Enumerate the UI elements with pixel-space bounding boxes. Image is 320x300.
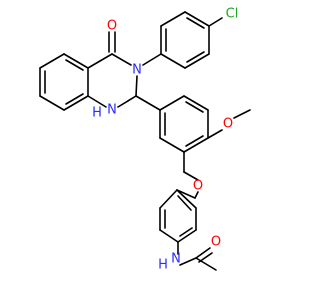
structure-canvas: O N Cl N H O O N H O <box>39 7 251 273</box>
atom-h-ring: H <box>92 106 102 121</box>
bond <box>159 189 178 209</box>
bond <box>159 95 185 111</box>
bond <box>177 195 192 211</box>
bond <box>184 11 210 27</box>
bond <box>194 191 199 199</box>
molecule-diagram: O N Cl N H O O N H O <box>39 7 251 273</box>
bond <box>186 17 205 29</box>
bond <box>185 101 204 113</box>
bond <box>160 53 186 69</box>
bond <box>183 137 209 153</box>
bond <box>183 171 199 181</box>
bond <box>176 189 197 209</box>
bond <box>185 135 204 147</box>
bond <box>179 257 197 266</box>
bond <box>87 53 113 69</box>
atom-nh-ring: N <box>107 103 117 118</box>
bond <box>39 53 65 69</box>
bond <box>135 95 161 111</box>
bond <box>63 53 89 69</box>
bond-layer <box>39 11 251 271</box>
bond <box>179 227 193 237</box>
bond <box>160 11 186 27</box>
bond <box>117 95 137 108</box>
bond <box>183 95 209 111</box>
atom-n-acetamide: N <box>171 252 181 267</box>
bond <box>142 53 162 66</box>
atom-n-amide-ring: N <box>132 63 142 78</box>
atom-o-acetyl: O <box>211 235 221 250</box>
bond <box>111 53 132 66</box>
atom-o-ether: O <box>193 179 203 194</box>
bond <box>177 229 197 243</box>
atom-cl: Cl <box>226 7 239 22</box>
bond <box>159 137 185 153</box>
atom-h-acetamide: H <box>158 258 168 273</box>
bond <box>63 95 89 111</box>
bond <box>65 93 84 105</box>
bond <box>208 17 223 27</box>
atom-labels: O N Cl N H O O N H O <box>92 7 238 273</box>
bond <box>65 59 84 71</box>
bond <box>198 252 213 263</box>
atom-o-carbonyl: O <box>107 19 117 34</box>
bond <box>207 129 223 139</box>
bond <box>195 247 211 259</box>
bond <box>135 75 138 97</box>
bond <box>184 53 210 69</box>
bond <box>233 109 251 119</box>
bond <box>176 189 196 199</box>
bond <box>186 51 205 63</box>
bond <box>39 95 65 111</box>
bond <box>159 229 179 243</box>
bond <box>195 257 217 271</box>
atom-o-methoxy: O <box>223 117 233 132</box>
bond <box>87 95 107 108</box>
